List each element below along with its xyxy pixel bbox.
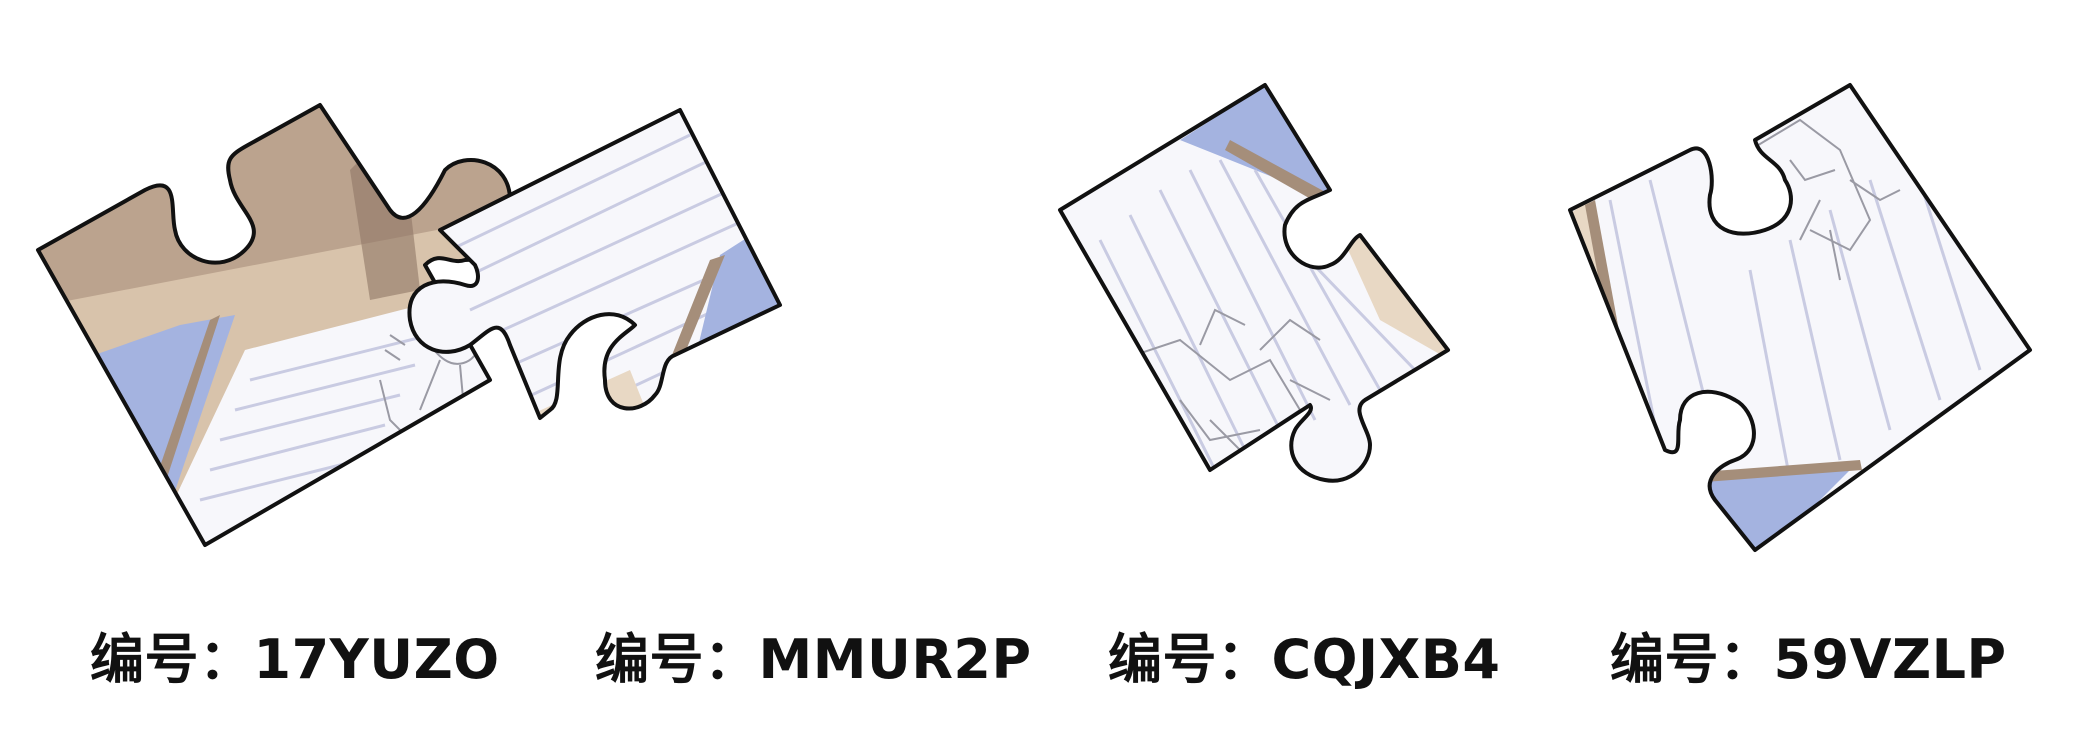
piece-code-prefix: 编号： [595,628,759,691]
piece-code-value: 59VZLP [1773,628,2007,691]
piece-code-value: 17YUZO [253,628,500,691]
puzzle-piece-card-4[interactable]: 编号：59VZLP [1550,60,2071,720]
jigsaw-piece-icon[interactable] [1030,60,1551,580]
piece-code-prefix: 编号： [90,628,254,691]
piece-code-prefix: 编号： [1108,628,1272,691]
piece-code-label: 编号：17YUZO [90,615,500,694]
piece-code-value: CQJXB4 [1271,628,1501,691]
piece-code-label: 编号：CQJXB4 [1108,615,1501,694]
jigsaw-piece-icon[interactable] [390,60,911,580]
piece-code-prefix: 编号： [1610,628,1774,691]
puzzle-piece-card-2[interactable]: 编号：MMUR2P [390,60,1031,720]
piece-code-label: 编号：MMUR2P [595,615,1032,694]
jigsaw-piece-icon[interactable] [1550,60,2071,580]
piece-code-label: 编号：59VZLP [1610,615,2007,694]
piece-code-value: MMUR2P [758,628,1032,691]
puzzle-piece-card-3[interactable]: 编号：CQJXB4 [1030,60,1551,720]
